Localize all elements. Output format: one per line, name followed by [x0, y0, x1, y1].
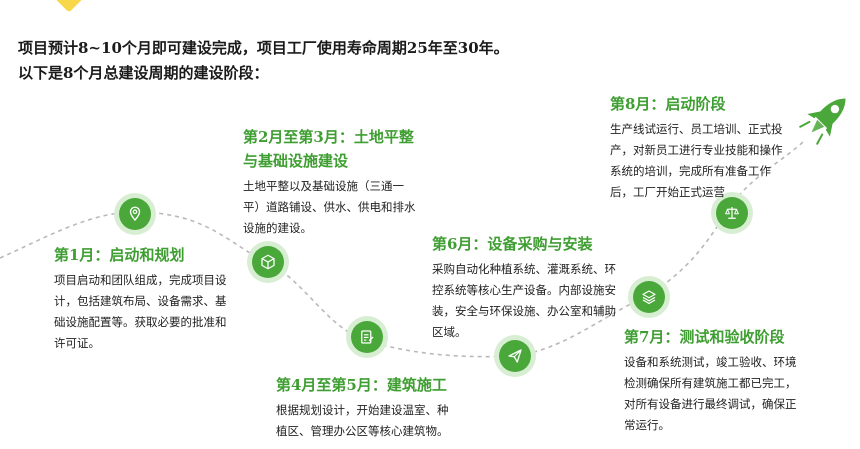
stage-description: 采购自动化种植系统、灌溉系统、环控系统等核心生产设备。内部设施安装，安全与环保设…: [432, 262, 616, 339]
stage-description: 根据规划设计，开始建设温室、种植区、管理办公区等核心建筑物。: [276, 403, 449, 438]
stage-month-1: 第1月：启动和规划 项目启动和团队组成，完成项目设计，包括建筑布局、设备需求、基…: [54, 243, 232, 354]
stage-title: 第8月：启动阶段: [610, 95, 726, 113]
stage-title: 第6月：设备采购与安装: [432, 235, 593, 253]
node-month-4-5: [351, 321, 383, 353]
intro-line-1: 项目预计8~10个月即可建设完成，项目工厂使用寿命周期25年至30年。: [18, 39, 509, 57]
stage-title: 第4月至第5月：建筑施工: [276, 376, 447, 394]
paper-plane-icon: [508, 349, 522, 363]
node-month-6: [499, 340, 531, 372]
layers-icon: [642, 290, 656, 305]
scale-icon: [725, 207, 739, 219]
node-month-2-3: [252, 246, 284, 278]
node-month-1: [119, 198, 151, 230]
location-pin-icon: [129, 206, 141, 221]
stage-description: 土地平整以及基础设施（三通一平）道路铺设、供水、供电和排水设施的建设。: [243, 179, 416, 235]
intro-text: 项目预计8~10个月即可建设完成，项目工厂使用寿命周期25年至30年。 以下是8…: [18, 36, 509, 86]
node-month-7: [633, 281, 665, 313]
rocket-icon: [799, 98, 846, 145]
cube-icon: [261, 254, 275, 270]
stage-title: 第1月：启动和规划: [54, 246, 185, 264]
stage-month-7: 第7月：测试和验收阶段 设备和系统测试，竣工验收、环境检测确保所有建筑施工都已完…: [624, 325, 806, 436]
stage-description: 生产线试运行、员工培训、正式投产，对新员工进行专业技能和操作系统的培训，完成所有…: [610, 122, 783, 199]
stage-title: 第7月：测试和验收阶段: [624, 328, 785, 346]
stage-title: 第2月至第3月：土地平整与基础设施建设: [243, 128, 414, 170]
stage-month-8: 第8月：启动阶段 生产线试运行、员工培训、正式投产，对新员工进行专业技能和操作系…: [610, 92, 786, 203]
stage-month-4-5: 第4月至第5月：建筑施工 根据规划设计，开始建设温室、种植区、管理办公区等核心建…: [276, 373, 458, 442]
node-month-8: [716, 197, 748, 229]
stage-description: 项目启动和团队组成，完成项目设计，包括建筑布局、设备需求、基础设施配置等。获取必…: [54, 273, 227, 350]
stage-description: 设备和系统测试，竣工验收、环境检测确保所有建筑施工都已完工，对所有设备进行最终调…: [624, 355, 797, 432]
intro-line-2: 以下是8个月总建设周期的建设阶段：: [18, 64, 269, 82]
stage-month-2-3: 第2月至第3月：土地平整与基础设施建设 土地平整以及基础设施（三通一平）道路铺设…: [243, 125, 423, 239]
document-edit-icon: [361, 330, 374, 344]
stage-month-6: 第6月：设备采购与安装 采购自动化种植系统、灌溉系统、环控系统等核心生产设备。内…: [432, 232, 616, 343]
